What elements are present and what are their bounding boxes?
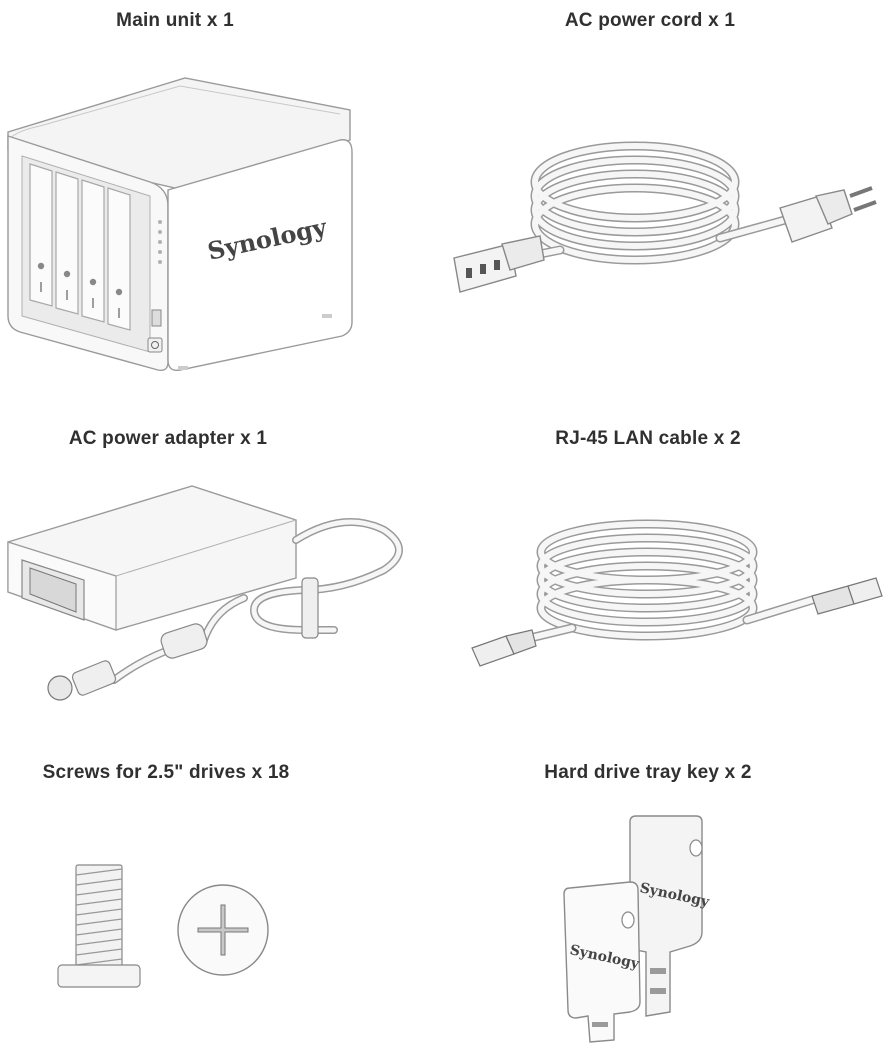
drive-tray-key-icon <box>563 815 703 1043</box>
screw-icon <box>57 864 269 988</box>
rj45-lan-cable-label: RJ-45 LAN cable x 2 <box>555 428 741 449</box>
nas-main-unit-icon <box>7 77 353 372</box>
main-unit-label: Main unit x 1 <box>116 10 234 31</box>
ac-power-cord-label: AC power cord x 1 <box>564 10 736 31</box>
ac-power-cord-icon <box>453 141 877 293</box>
ac-power-adapter-label: AC power adapter x 1 <box>68 428 268 449</box>
rj45-lan-cable-icon <box>471 519 883 667</box>
screws-label: Screws for 2.5" drives x 18 <box>42 762 290 783</box>
ac-power-adapter-icon <box>7 485 403 701</box>
drive-tray-key-label: Hard drive tray key x 2 <box>544 762 752 783</box>
